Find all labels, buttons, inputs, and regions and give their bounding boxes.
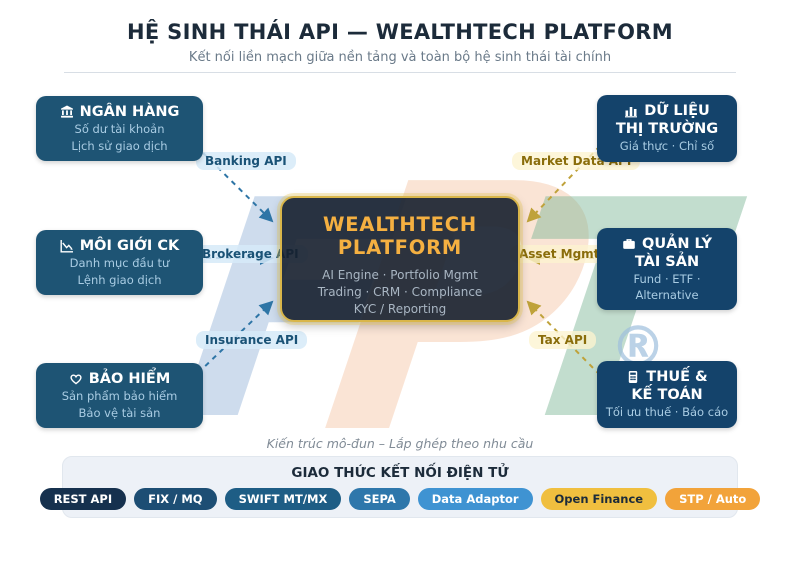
node-tax-accounting: THUẾ & KẾ TOÁN Tối ưu thuế · Báo cáo bbox=[597, 361, 737, 428]
api-label-insurance: Insurance API bbox=[196, 331, 308, 349]
protocol-pill-data-adaptor: Data Adaptor bbox=[417, 488, 533, 510]
node-tax-title-row: THUẾ & bbox=[601, 368, 733, 386]
node-asset-mgmt-title-row: QUẢN LÝ bbox=[601, 235, 733, 253]
node-tax-title1: THUẾ & bbox=[646, 369, 708, 385]
protocols-panel: GIAO THỨC KẾT NỐI ĐIỆN TỬ REST API FIX /… bbox=[39, 456, 761, 518]
wealthtech-platform-box: WEALTHTECH PLATFORM AI Engine · Portfoli… bbox=[280, 196, 520, 322]
node-market-data-title1: DỮ LIỆU bbox=[644, 103, 710, 119]
platform-feature-3: KYC / Reporting bbox=[353, 302, 447, 316]
briefcase-icon bbox=[622, 237, 636, 251]
page-subtitle: Kết nối liền mạch giữa nền tảng và toàn … bbox=[188, 50, 612, 65]
platform-title-line2: PLATFORM bbox=[337, 236, 463, 259]
api-label-banking: Banking API bbox=[196, 152, 296, 170]
protocol-pill-stp-auto: STP / Auto bbox=[665, 488, 761, 510]
node-bank-title: NGÂN HÀNG bbox=[79, 104, 180, 120]
platform-feature-2: Trading · CRM · Compliance bbox=[317, 285, 483, 299]
protocol-pills-row: REST API FIX / MQ SWIFT MT/MX SEPA Data … bbox=[39, 488, 761, 510]
header-divider bbox=[64, 72, 736, 73]
node-asset-mgmt-sub: Fund · ETF · Alternative bbox=[633, 272, 701, 302]
platform-feature-1: AI Engine · Portfolio Mgmt bbox=[322, 268, 478, 282]
platform-features: AI Engine · Portfolio Mgmt Trading · CRM… bbox=[282, 267, 518, 318]
api-label-brokerage: Brokerage API bbox=[193, 245, 308, 263]
protocol-pill-swift-mtmx: SWIFT MT/MX bbox=[224, 488, 342, 510]
node-asset-mgmt: QUẢN LÝ TÀI SẢN Fund · ETF · Alternative bbox=[597, 228, 737, 310]
bank-icon bbox=[60, 105, 74, 119]
node-insurance-title-row: BẢO HIỂM bbox=[40, 370, 199, 388]
node-bank-line2: Lịch sử giao dịch bbox=[71, 138, 168, 153]
node-broker: MÔI GIỚI CK Danh mục đầu tư Lệnh giao dị… bbox=[36, 230, 203, 295]
node-tax-title2: KẾ TOÁN bbox=[631, 387, 703, 403]
node-broker-title-row: MÔI GIỚI CK bbox=[40, 237, 199, 255]
node-bank-line1: Số dư tài khoản bbox=[74, 122, 165, 136]
page-title: HỆ SINH THÁI API — WEALTHTECH PLATFORM bbox=[127, 20, 673, 44]
protocol-pill-fix-mq: FIX / MQ bbox=[134, 488, 217, 510]
architecture-caption: Kiến trúc mô-đun – Lắp ghép theo nhu cầu bbox=[266, 436, 534, 451]
node-asset-mgmt-title1: QUẢN LÝ bbox=[642, 236, 712, 252]
node-bank: NGÂN HÀNG Số dư tài khoản Lịch sử giao d… bbox=[36, 96, 203, 161]
calculator-icon bbox=[626, 370, 640, 384]
protocols-title: GIAO THỨC KẾT NỐI ĐIỆN TỬ bbox=[291, 465, 509, 481]
node-insurance-line2: Bảo vệ tài sản bbox=[78, 405, 161, 420]
api-label-tax: Tax API bbox=[529, 331, 597, 349]
node-insurance-line1: Sản phẩm bảo hiểm bbox=[61, 389, 178, 403]
bar-chart-icon bbox=[624, 104, 638, 118]
node-insurance: BẢO HIỂM Sản phẩm bảo hiểm Bảo vệ tài sả… bbox=[36, 363, 203, 428]
node-market-data-title2: THỊ TRƯỜNG bbox=[615, 121, 719, 137]
node-insurance-title: BẢO HIỂM bbox=[88, 371, 171, 387]
node-broker-title: MÔI GIỚI CK bbox=[79, 238, 180, 254]
platform-title-line1: WEALTHTECH bbox=[323, 213, 477, 236]
node-asset-mgmt-title2: TÀI SẢN bbox=[634, 254, 700, 270]
chart-down-icon bbox=[60, 239, 74, 253]
protocol-pill-rest-api: REST API bbox=[39, 488, 127, 510]
node-broker-line2: Lệnh giao dịch bbox=[77, 272, 162, 287]
node-market-data-title-row: DỮ LIỆU bbox=[601, 102, 733, 120]
node-market-data-sub: Giá thực · Chỉ số bbox=[619, 139, 715, 153]
node-broker-line1: Danh mục đầu tư bbox=[69, 256, 170, 270]
node-tax-sub: Tối ưu thuế · Báo cáo bbox=[605, 405, 729, 419]
heart-icon bbox=[69, 372, 83, 386]
protocol-pill-sepa: SEPA bbox=[349, 488, 410, 510]
node-market-data: DỮ LIỆU THỊ TRƯỜNG Giá thực · Chỉ số bbox=[597, 95, 737, 162]
node-bank-title-row: NGÂN HÀNG bbox=[40, 103, 199, 121]
protocol-pill-open-finance: Open Finance bbox=[540, 488, 658, 510]
